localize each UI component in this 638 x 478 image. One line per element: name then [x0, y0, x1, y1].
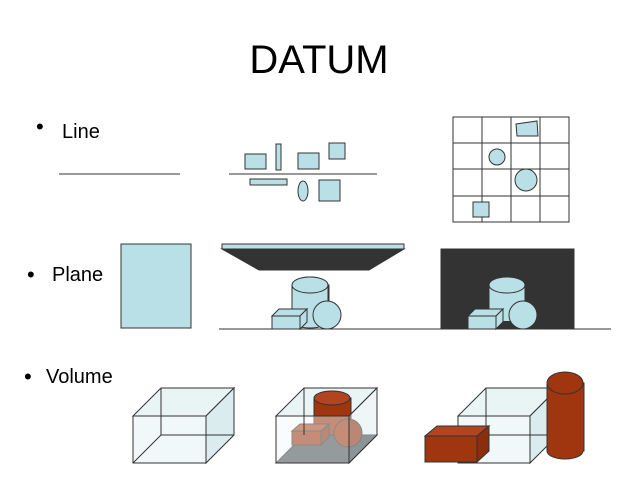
circle-shape: [514, 168, 538, 192]
circle-shape: [488, 148, 506, 166]
bullet-label-volume: Volume: [46, 366, 113, 388]
overhead-plane-edge: [221, 243, 405, 250]
plane-example-rectangle: [120, 243, 192, 329]
bullet-label-plane: Plane: [52, 264, 104, 286]
box-shape: [424, 435, 478, 463]
bullet-dot-volume: •: [24, 364, 32, 389]
plane-example-overhead: [220, 243, 406, 331]
cylinder-shape: [488, 276, 526, 294]
sphere-shape: [508, 300, 538, 330]
square-shape: [244, 153, 267, 170]
plane-example-backdrop: [440, 248, 575, 331]
slide-title: DATUM: [249, 38, 389, 82]
overhead-plane: [220, 248, 406, 271]
volume-example-box-with-objects: [274, 386, 379, 465]
square-shape: [472, 201, 490, 218]
line-example-grid: [452, 116, 570, 223]
sphere-shape: [312, 300, 342, 330]
ellipse-shape: [297, 180, 309, 202]
line-example-with-shapes: [229, 142, 377, 202]
sphere-shape: [333, 418, 363, 448]
cylinder-shape: [291, 276, 329, 294]
box-shape: [271, 315, 301, 330]
cylinder-shape: [546, 371, 584, 395]
cylinder-shape: [313, 390, 351, 406]
bullet-dot-line: •: [36, 114, 44, 139]
box-shape: [291, 430, 322, 446]
square-shape: [328, 142, 346, 160]
thin-bar-shape: [275, 143, 282, 171]
square-shape: [318, 179, 341, 202]
volume-example-empty-box: [131, 386, 236, 465]
bullet-dot-plane: •: [27, 262, 35, 287]
trapezoid-shape: [515, 120, 539, 137]
bullet-label-line: Line: [62, 121, 100, 143]
box-shape: [467, 315, 497, 330]
volume-example-box-between-objects: [423, 371, 585, 465]
square-shape: [297, 152, 320, 170]
flat-bar-shape: [249, 178, 288, 186]
